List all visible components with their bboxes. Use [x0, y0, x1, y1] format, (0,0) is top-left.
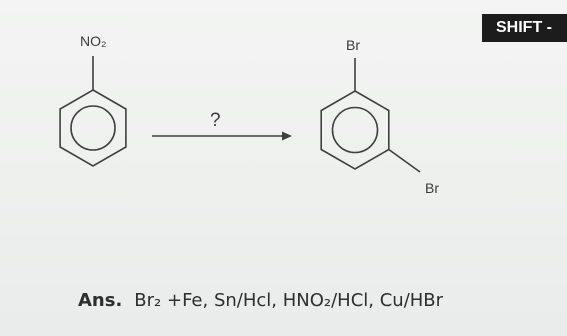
dibromobenzene-structure: Br Br	[320, 37, 439, 196]
product-side-bond	[388, 148, 421, 173]
product-br-top-label: Br	[346, 37, 360, 53]
product-benzene-ring	[320, 90, 390, 170]
reactant-aromatic-circle	[70, 105, 116, 151]
reactant-no2-label: NO₂	[80, 33, 106, 49]
arrow-question-label: ?	[210, 110, 221, 131]
answer-line: Ans. Br₂ +Fe, Sn/Hcl, HNO₂/HCl, Cu/HBr	[78, 290, 443, 311]
nitrobenzene-structure: NO₂	[59, 33, 127, 167]
product-br-side-label: Br	[425, 180, 439, 196]
reaction-arrow: ?	[152, 110, 292, 141]
shift-badge-text: SHIFT -	[496, 19, 552, 36]
shift-badge: SHIFT -	[482, 14, 567, 42]
arrow-head	[282, 131, 292, 141]
product-aromatic-circle	[331, 106, 379, 154]
answer-text: Br₂ +Fe, Sn/Hcl, HNO₂/HCl, Cu/HBr	[134, 290, 444, 311]
reactant-benzene-ring	[59, 89, 127, 167]
answer-label: Ans.	[78, 290, 123, 311]
